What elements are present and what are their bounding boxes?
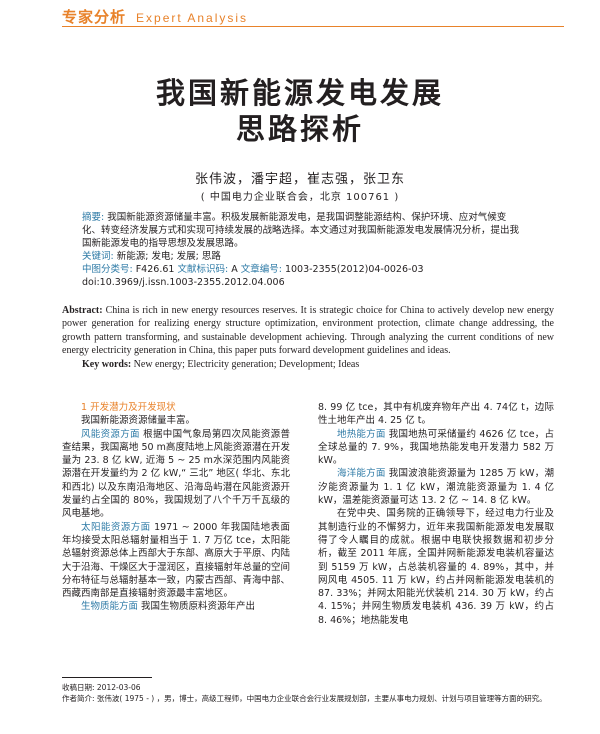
header-rule [62, 26, 564, 27]
cls-value: F426.61 [132, 264, 175, 275]
cn-abstract-body: 摘要: 我国新能源资源储量丰富。积极发展新能源发电，是我国调整能源结构、保护环境… [82, 211, 522, 250]
journal-header: 专家分析 Expert Analysis [62, 6, 248, 26]
en-keywords-label: Key words: [82, 358, 132, 370]
cn-keywords-label: 关键词: [82, 251, 114, 262]
solar-text: 1971 ~ 2000 年我国陆地表面年均接受太阳总辐射量相当于 1. 7 万亿… [62, 521, 291, 600]
solar-subheading: 太阳能资源方面 [81, 521, 151, 533]
english-abstract: Abstract: China is rich in new energy re… [62, 304, 554, 371]
ocean-subheading: 海洋能方面 [337, 468, 386, 480]
geothermal-subheading: 地热能方面 [337, 428, 386, 440]
doc-code-label: 文献标识码: [174, 264, 229, 275]
biomass-paragraph: 生物质能方面 我国生物质原料资源年产出 [62, 600, 290, 613]
header-section-en: Expert Analysis [136, 11, 249, 25]
wind-subheading: 风能资源方面 [81, 428, 140, 440]
cn-abstract-text: 我国新能源资源储量丰富。积极发展新能源发电，是我国调整能源结构、保护环境、应对气… [82, 212, 520, 249]
header-section-cn: 专家分析 [62, 8, 127, 26]
ocean-paragraph: 海洋能方面 我国波浪能资源量为 1285 万 kW，潮汐能资源量为 1. 1 亿… [318, 467, 554, 507]
affiliation: ( 中国电力企业联合会，北京 100761 ) [200, 192, 400, 203]
authors: 张伟波，潘宇超，崔志强，张卫东 [194, 172, 405, 187]
biomass-text: 我国生物质原料资源年产出 [138, 601, 256, 613]
geothermal-text: 我国地热可采储量约 4626 亿 tce，占全球总量的 7. 9%，我国地热能发… [318, 428, 554, 467]
article-no-label: 文章编号: [237, 264, 282, 275]
cls-label: 中图分类号: [82, 264, 133, 275]
author-bio: 作者简介: 张伟波( 1975 - ) ，男，博士，高级工程师，中国电力企业联合… [62, 694, 547, 703]
section-heading: 1 开发潜力及开发现状 [81, 402, 176, 413]
chinese-abstract: 摘要: 我国新能源资源储量丰富。积极发展新能源发电，是我国调整能源结构、保护环境… [82, 211, 522, 289]
body-column-left: 1 开发潜力及开发现状 我国新能源资源储量丰富。 风能资源方面 根据中国气象局第… [62, 401, 290, 614]
paper-title-line1: 我国新能源发电发展 [155, 76, 444, 110]
ocean-text: 我国波浪能资源量为 1285 万 kW，潮汐能资源量为 1. 1 亿 kW，潮流… [318, 468, 554, 507]
wind-text: 根据中国气象局第四次风能资源普查结果，我国离地 50 m高度陆地上风能资源潜在开… [62, 428, 290, 520]
en-keywords-text: New energy; Electricity generation; Deve… [131, 358, 360, 370]
article-no-value: 1003-2355(2012)04-0026-03 [281, 264, 424, 275]
classification-line: 中图分类号: F426.61 文献标识码: A 文章编号: 1003-2355(… [82, 263, 522, 276]
en-abstract-label: Abstract: [62, 305, 103, 316]
biomass-subheading: 生物质能方面 [81, 601, 139, 613]
biomass-continued: 8. 99 亿 tce，其中有机废弃物年产出 4. 74亿 t，边际性土地年产出… [318, 402, 554, 427]
cn-keywords: 关键词: 新能源; 发电; 发展; 思路 [82, 250, 522, 263]
solar-paragraph: 太阳能资源方面 1971 ~ 2000 年我国陆地表面年均接受太阳总辐射量相当于… [62, 521, 290, 601]
en-keywords: Key words: New energy; Electricity gener… [62, 358, 554, 371]
body-paragraph: 我国新能源资源储量丰富。 [81, 415, 196, 427]
en-abstract-text: China is rich in new energy resources re… [62, 305, 554, 357]
cn-abstract-label: 摘要: [82, 212, 105, 223]
received-date: 收稿日期: 2012-03-06 [62, 683, 141, 692]
cn-keywords-text: 新能源; 发电; 发展; 思路 [113, 251, 221, 262]
doc-code-value: A [228, 264, 238, 275]
doi: doi:10.3969/j.issn.1003-2355.2012.04.006 [82, 277, 285, 288]
development-paragraph: 在党中央、国务院的正确领导下，经过电力行业及其制造行业的不懈努力，近年来我国新能… [318, 508, 554, 626]
body-column-right: 8. 99 亿 tce，其中有机废弃物年产出 4. 74亿 t，边际性土地年产出… [318, 401, 554, 627]
footnote: 收稿日期: 2012-03-06 作者简介: 张伟波( 1975 - ) ，男，… [62, 682, 554, 704]
footnote-rule [62, 677, 152, 678]
paper-title-line2: 思路探析 [235, 112, 364, 146]
geothermal-paragraph: 地热能方面 我国地热可采储量约 4626 亿 tce，占全球总量的 7. 9%，… [318, 428, 554, 468]
en-abstract-body: Abstract: China is rich in new energy re… [62, 304, 554, 358]
wind-paragraph: 风能资源方面 根据中国气象局第四次风能资源普查结果，我国离地 50 m高度陆地上… [62, 428, 290, 521]
